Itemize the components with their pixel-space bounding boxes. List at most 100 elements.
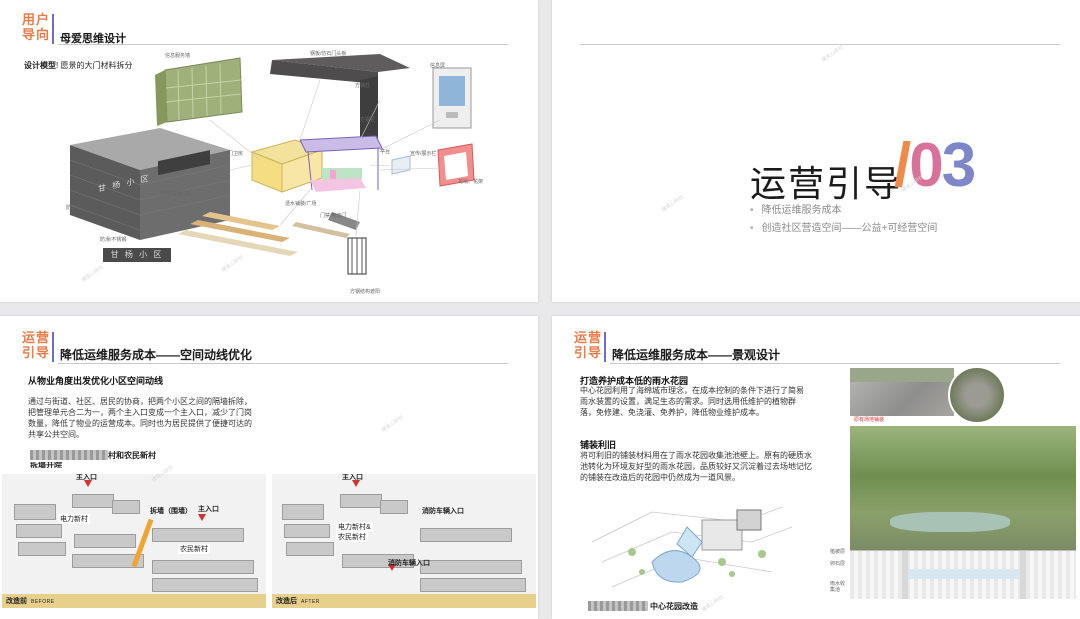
building [342,554,414,568]
pavilion-illustration [250,135,383,193]
map-after: 主入口 消防车辆入口 电力新村& 农民新村 消防车辆入口 [272,474,536,606]
bullet-2: 创造社区营造空间——公益+可经营空间 [750,219,938,234]
callout-11: 门禁/电动门 [320,213,347,219]
before-bar [2,594,266,608]
title-rule [58,363,508,364]
exploded-gate-drawing [69,54,475,275]
photo-tag: 原有场地铺装 [854,417,885,423]
callout-15: 方钢结构遮阳 [350,289,381,295]
building [420,528,512,542]
heading-paving: 铺装利旧 [580,440,617,450]
title-rule [610,363,1060,364]
callout-3: 方钢柱 [355,83,371,89]
label-fire-entry-1: 消防车辆入口 [422,508,464,515]
photo-trees [850,368,954,382]
building [420,560,522,574]
paragraph-paving: 将可利旧的铺装材料用在了雨水花园收集池池壁上。原有的硬质水池转化为环境友好型的雨… [580,451,812,482]
paragraph: 通过与街道、社区、居民的协商，把两个小区之间的隔墙拆除，把管理单元合二为一，两个… [28,397,252,439]
side-label-4: 集池 [830,587,841,593]
building [152,578,258,592]
caption: 村和农民新村 [108,451,156,460]
slide-section-cover[interactable]: 运营引导 /03 降低运维服务成本 创造社区营造空间——公益+可经营空间 [552,0,1080,302]
section-tag: 运营 引导 [22,330,50,360]
label-area-1: 电力新村 [58,514,90,524]
building [72,554,144,568]
building [286,542,334,556]
building [16,524,62,538]
tag-line-1: 运营 [574,330,603,345]
number-zero: 0 [909,131,944,200]
heading-rain-garden: 打造养护成本低的雨水花园 [580,376,689,386]
explode-lines [209,79,441,237]
slide-title: 母爱思维设计 [60,33,126,45]
bullet-1: 降低运维服务成本 [750,201,842,216]
entry-arrow [198,514,206,521]
guard-house-illustration [69,128,231,240]
callout-10: 透水铺装/广场 [285,201,317,207]
section-wall [902,551,908,599]
callout-7: 亭台 [380,149,391,155]
callout-4: 方钢柱 [360,117,376,123]
subtitle: 从物业角度出发优化小区空间动线 [28,376,164,386]
kiosk-illustration [432,67,472,129]
caption-cut: 拆墙开院 [30,462,62,468]
section-wall [1020,551,1026,599]
number-three: 3 [941,131,977,200]
tag-line-2: 导向 [22,27,51,42]
section-number: /03 [894,130,977,201]
callout-6: 门卫房 [228,151,244,157]
slide-landscape[interactable]: 运营 引导 降低运维服务成本——景观设计 打造养护成本低的雨水花园 中心花园利用… [552,316,1080,619]
callout-12: 花坛、花架 [458,179,484,185]
paving-illustration [178,212,350,256]
photo-old-paving [850,368,954,416]
canopy-illustration [270,54,410,144]
side-label-2: 卵石层 [830,561,846,567]
label-area-2: 农民新村 [336,532,368,542]
label-main-entry: 主入口 [342,474,363,481]
redacted-text [588,601,648,611]
callout-2: 钢板/仿石门头板 [310,51,347,57]
photo-rain-garden [850,426,1076,550]
tag-line-2: 引导 [22,345,51,360]
callout-14: 防滑/不锈钢 [100,237,127,243]
photo-circle-detail [948,366,1006,424]
section-tag: 运营 引导 [574,330,602,360]
slide-title: 降低运维服务成本——景观设计 [612,348,781,362]
section-tag: 用户 导向 [22,12,50,42]
title-rule [58,44,508,45]
subtitle: 设计模型! 愿景的大门材料拆分 [24,60,132,71]
building [14,504,56,520]
top-rule [580,44,1060,45]
tag-divider [52,14,54,44]
entry-arrow [84,480,92,487]
building [152,560,254,574]
building [72,494,114,508]
label-area-2: 农民新村 [178,544,210,554]
redacted-text [30,450,108,460]
callout-8: 宣传/展示栏 [410,151,437,157]
entry-arrow [388,564,396,571]
plan-caption: 中心花园改造 [650,602,698,611]
callout-9: 自动/智能门禁 [160,191,192,197]
callout-5: 信息屏 [430,63,446,69]
slide-title: 降低运维服务成本——空间动线优化 [60,348,253,362]
label-wall: 拆墙（围墙） [150,508,192,515]
building [18,542,66,556]
section-title: 运营引导 [750,164,903,205]
tag-line-2: 引导 [574,345,603,360]
label-fire-entry-2: 消防车辆入口 [388,560,430,567]
info-wall-illustration [155,57,243,126]
building [74,534,136,548]
subtitle-rest: ! 愿景的大门材料拆分 [56,61,133,70]
number-slash: / [894,131,911,200]
building [282,504,324,520]
building [284,524,330,538]
slide-space-flow[interactable]: 运营 引导 降低运维服务成本——空间动线优化 从物业角度出发优化小区空间动线 通… [0,316,538,619]
gate-illustration [328,212,367,275]
slide-material-breakdown[interactable]: 用户 导向 母爱思维设计 设计模型! 愿景的大门材料拆分 [0,0,538,302]
entry-arrow [352,480,360,487]
callout-1: 信息服务墙 [165,53,191,59]
standalone-sign: 甘 杨 小 区 [103,248,171,262]
